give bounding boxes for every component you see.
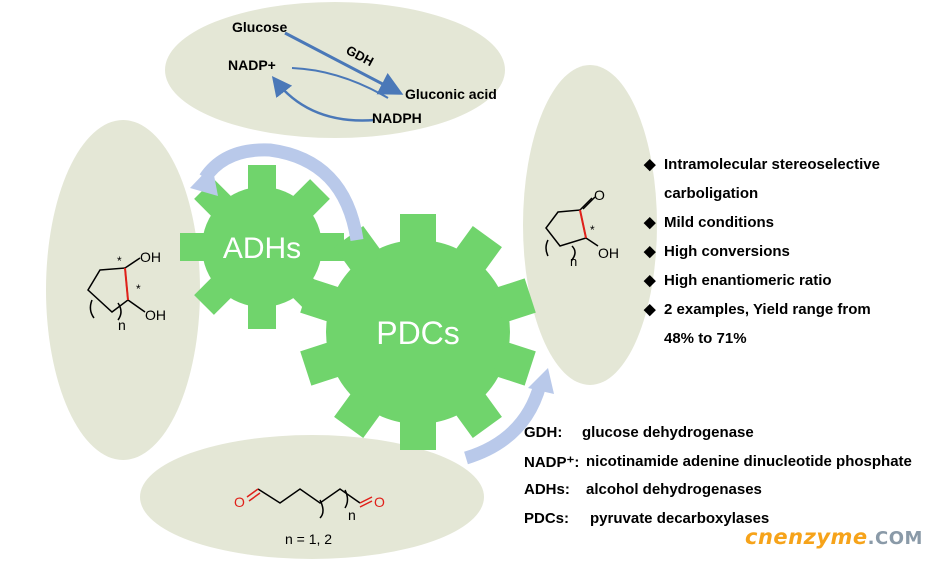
abbreviation-value: alcohol dehydrogenases	[586, 481, 762, 498]
feature-text: High conversions	[664, 243, 790, 260]
feature-text: 2 examples, Yield range from	[664, 301, 871, 318]
diol-oh-bottom: OH	[145, 307, 166, 323]
feature-text: Mild conditions	[664, 214, 774, 231]
diol-star-1: *	[117, 254, 122, 268]
abbreviation-value: nicotinamide adenine dinucleotide phosph…	[586, 452, 912, 470]
feature-text: High enantiomeric ratio	[664, 272, 832, 289]
cofactor-ellipse	[165, 2, 505, 138]
feature-item: ◆ High conversions	[644, 237, 944, 266]
watermark-brand: cnenzyme	[745, 525, 868, 549]
nadp-to-nadph-curve	[291, 67, 389, 99]
diamond-bullet-icon: ◆	[644, 156, 656, 173]
diol-star-2: *	[136, 282, 141, 296]
diamond-bullet-icon	[644, 324, 664, 353]
diamond-bullet-icon: ◆	[644, 243, 656, 260]
diol-structure	[87, 257, 146, 321]
diamond-bullet-icon: ◆	[644, 272, 656, 289]
ketone-star: *	[590, 223, 595, 237]
diamond-bullet-icon	[644, 179, 664, 208]
glucose-to-gluconic-arrow	[284, 31, 404, 95]
abbreviation-item: PDCs: pyruvate decarboxylases	[524, 510, 912, 539]
watermark-logo: cnenzyme.COM	[745, 525, 923, 549]
ketone-n: n	[570, 254, 577, 269]
feature-item: 48% to 71%	[644, 324, 944, 353]
gluconic-acid-label: Gluconic acid	[405, 86, 497, 102]
dialdehyde-structure	[257, 488, 361, 519]
nadp-plus-label: NADP+	[228, 57, 276, 73]
adhs-rotation-arrow	[199, 143, 364, 242]
adhs-rotation-arrowhead	[190, 165, 218, 196]
feature-item: ◆ 2 examples, Yield range from	[644, 295, 944, 324]
diol-n: n	[118, 317, 126, 333]
glucose-label: Glucose	[232, 19, 287, 35]
dialdehyde-o-right: O	[374, 494, 385, 510]
feature-item: ◆ High enantiomeric ratio	[644, 266, 944, 295]
dialdehyde-caption: n = 1, 2	[285, 531, 332, 547]
abbreviation-item: GDH: glucose dehydrogenase	[524, 424, 912, 453]
abbreviation-key: GDH:	[524, 424, 563, 441]
watermark-suffix: .COM	[867, 528, 923, 549]
ketone-ellipse	[523, 65, 657, 385]
diol-oh-top: OH	[140, 249, 161, 265]
diamond-bullet-icon: ◆	[644, 301, 656, 318]
abbreviation-item: ADHs: alcohol dehydrogenases	[524, 481, 912, 510]
abbreviation-list: GDH: glucose dehydrogenase NADP⁺: nicotina…	[524, 424, 912, 538]
abbreviation-key: PDCs:	[524, 509, 570, 527]
feature-text: carboligation	[664, 185, 759, 202]
abbreviation-key: NADP⁺:	[524, 453, 580, 471]
pdcs-rotation-arrow	[463, 383, 547, 465]
abbreviation-value: pyruvate decarboxylases	[590, 509, 770, 527]
ketone-o: O	[594, 187, 605, 203]
dialdehyde-o-left: O	[234, 494, 245, 510]
feature-item: carboligation	[644, 179, 944, 208]
feature-item: ◆ Intramolecular stereoselective	[644, 150, 944, 179]
ketone-oh: OH	[598, 245, 619, 261]
diol-red-bond	[124, 267, 129, 301]
diol-ellipse	[46, 120, 200, 460]
dialdehyde-n: n	[348, 507, 356, 523]
adhs-gear-label: ADHs	[223, 232, 301, 265]
feature-text: Intramolecular stereoselective	[664, 156, 880, 173]
feature-item: ◆ Mild conditions	[644, 208, 944, 237]
nadph-label: NADPH	[372, 110, 422, 126]
feature-text: 48% to 71%	[664, 330, 747, 347]
feature-list: ◆ Intramolecular stereoselective carbolig…	[644, 150, 944, 353]
pdcs-rotation-arrowhead	[528, 368, 554, 394]
ketone-red-bond	[579, 209, 587, 239]
pdcs-gear	[300, 214, 536, 450]
pdcs-gear-label: PDCs	[376, 315, 460, 351]
abbreviation-value: glucose dehydrogenase	[582, 424, 754, 441]
diamond-bullet-icon: ◆	[644, 214, 656, 231]
abbreviation-item: NADP⁺: nicotinamide adenine dinucleotide …	[524, 453, 912, 482]
ketone-structure	[545, 196, 599, 261]
dialdehyde-carbonyls	[246, 488, 373, 508]
nadph-return-arrow	[271, 76, 376, 122]
abbreviation-key: ADHs:	[524, 481, 570, 498]
